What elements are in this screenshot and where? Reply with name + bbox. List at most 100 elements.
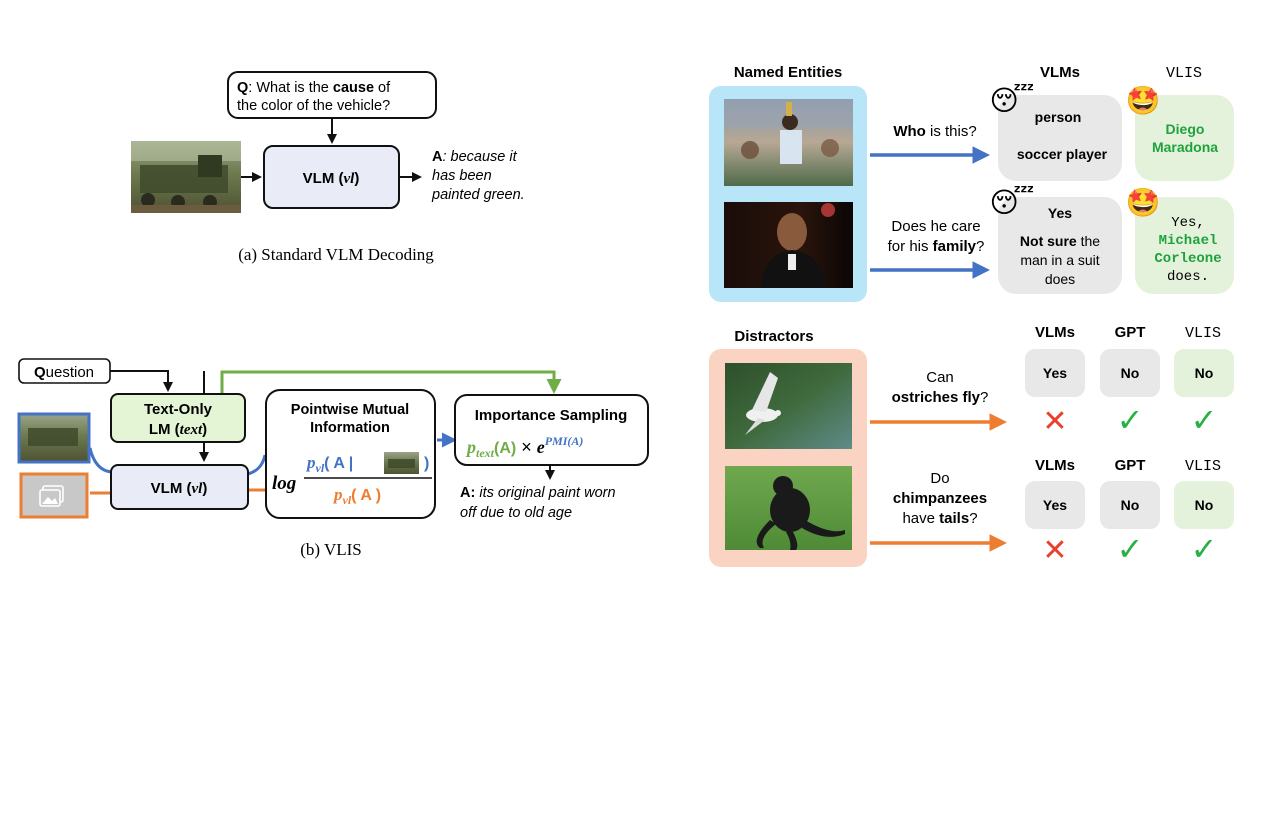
vlm-box-b bbox=[110, 464, 249, 510]
q1-text: Who is this? bbox=[893, 123, 976, 140]
text-lm-line2: LM (text) bbox=[149, 421, 207, 438]
d2-col-vlis: VLIS bbox=[1185, 458, 1221, 475]
col-vlis-header: VLIS bbox=[1166, 65, 1202, 82]
vlm-box bbox=[263, 145, 400, 209]
sleepy-face-icon: 😴 bbox=[990, 84, 1035, 116]
named-entities-title: Named Entities bbox=[734, 64, 842, 81]
answer-line2: has been bbox=[432, 168, 492, 184]
textlm-to-importance-arrow bbox=[220, 370, 562, 394]
cross-icon: ✕ bbox=[1042, 405, 1067, 438]
d1-col-gpt: GPT bbox=[1115, 324, 1146, 341]
q2-vlm-line2: Not sure the bbox=[1020, 233, 1100, 249]
check-icon: ✓ bbox=[1191, 402, 1218, 438]
d2-vlis-cell bbox=[1174, 481, 1234, 529]
d2-col-vlms: VLMs bbox=[1035, 457, 1075, 474]
vlm-to-pmi-blue-line bbox=[247, 454, 267, 476]
truck-image bbox=[131, 141, 241, 213]
panel-a: Q: What is the cause of the color of the… bbox=[131, 71, 525, 264]
q1-vlm-bubble bbox=[998, 95, 1122, 181]
d-q2-line2: chimpanzees bbox=[893, 490, 987, 507]
q2-vlis-line1: Yes, bbox=[1171, 215, 1205, 231]
d2-gpt-answer: No bbox=[1121, 497, 1140, 513]
d-q1-line1: Can bbox=[926, 369, 954, 386]
caption-b: (b) VLIS bbox=[300, 540, 362, 559]
bird-photo bbox=[725, 363, 852, 449]
maradona-photo bbox=[724, 99, 853, 186]
q2-vlis-line4: does. bbox=[1167, 269, 1209, 285]
cross-icon: ✕ bbox=[1042, 534, 1067, 567]
d-q2-line3: have tails? bbox=[902, 510, 977, 527]
image-input-photo bbox=[17, 412, 91, 464]
d1-col-vlms: VLMs bbox=[1035, 324, 1075, 341]
q2-vlis-line3: Corleone bbox=[1154, 251, 1221, 267]
q2-vlm-line4: does bbox=[1045, 271, 1075, 287]
answer-b-line1: A: its original paint worn bbox=[460, 485, 616, 501]
star-struck-icon: 🤩 bbox=[1126, 85, 1161, 116]
vlm-label-b: VLM (vl) bbox=[151, 480, 208, 497]
q2-vlis-bubble bbox=[1135, 197, 1234, 294]
q2-vlm-line1: Yes bbox=[1048, 205, 1072, 221]
q1-vlm-line1: person bbox=[1035, 109, 1082, 125]
pmi-numerator: pvl( A | bbox=[305, 453, 353, 475]
pmi-thumbnail-image bbox=[384, 452, 419, 474]
q2-text-line1: Does he care bbox=[891, 218, 980, 235]
star-struck-icon: 🤩 bbox=[1126, 187, 1161, 218]
d2-col-gpt: GPT bbox=[1115, 457, 1146, 474]
panel-b: Question Text-Only LM (text) VLM (vl) Po… bbox=[17, 358, 649, 559]
godfather-photo bbox=[724, 202, 853, 288]
q2-vlm-bubble bbox=[998, 197, 1122, 294]
pmi-box bbox=[265, 389, 436, 519]
q1-vlis-bubble bbox=[1135, 95, 1234, 181]
chimpanzee-photo bbox=[725, 466, 852, 550]
answer-line1: A: because it bbox=[432, 149, 518, 165]
q1-vlm-line2: soccer player bbox=[1017, 146, 1108, 162]
named-entities-section: Named Entities VLMs VLIS Who is this? Do… bbox=[709, 64, 1234, 302]
pmi-title-line1: Pointwise Mutual bbox=[291, 402, 409, 418]
d1-gpt-answer: No bbox=[1121, 365, 1140, 381]
importance-formula: ptext(A)×ePMI(A) bbox=[465, 434, 583, 460]
d1-vlis-answer: No bbox=[1195, 365, 1214, 381]
pmi-numerator-close: ) bbox=[424, 455, 429, 472]
d1-gpt-cell bbox=[1100, 349, 1160, 397]
text-lm-line1: Text-Only bbox=[144, 401, 213, 418]
distractors-title: Distractors bbox=[734, 328, 813, 345]
pmi-denominator: pvl( A ) bbox=[332, 485, 381, 507]
d1-vlms-cell bbox=[1025, 349, 1085, 397]
d2-vlms-cell bbox=[1025, 481, 1085, 529]
question-input-box bbox=[18, 358, 111, 384]
vlm-label: VLM (vl) bbox=[303, 170, 360, 187]
d-q2-line1: Do bbox=[930, 470, 949, 487]
check-icon: ✓ bbox=[1117, 402, 1144, 438]
q2-text-line2: for his family? bbox=[888, 238, 985, 255]
q2-vlis-line2: Michael bbox=[1159, 233, 1218, 249]
importance-title: Importance Sampling bbox=[475, 407, 628, 424]
pmi-title-line2: Information bbox=[310, 420, 390, 436]
blank-image-input bbox=[19, 472, 89, 519]
text-only-lm-box bbox=[110, 393, 246, 443]
d2-gpt-cell bbox=[1100, 481, 1160, 529]
q2-vlm-line3: man in a suit bbox=[1020, 252, 1099, 268]
d2-vlms-answer: Yes bbox=[1043, 497, 1067, 513]
pmi-log: log bbox=[272, 473, 296, 494]
q1-vlis-line1: Diego bbox=[1166, 121, 1205, 137]
question-to-textlm-arrow bbox=[110, 370, 173, 392]
col-vlms-header: VLMs bbox=[1040, 64, 1080, 81]
check-icon: ✓ bbox=[1191, 531, 1218, 567]
distractors-section: Distractors Can ostriches fly? Do chimpa… bbox=[709, 324, 1234, 567]
answer-b-line2: off due to old age bbox=[460, 505, 572, 521]
d1-vlms-answer: Yes bbox=[1043, 365, 1067, 381]
d-q1-line2: ostriches fly? bbox=[892, 389, 989, 406]
d1-vlis-cell bbox=[1174, 349, 1234, 397]
check-icon: ✓ bbox=[1117, 531, 1144, 567]
question-text-line2: the color of the vehicle? bbox=[237, 98, 390, 114]
image-to-vlm-line bbox=[88, 447, 112, 474]
caption-a: (a) Standard VLM Decoding bbox=[238, 245, 434, 264]
sleepy-face-icon: 😴 bbox=[990, 186, 1035, 218]
question-input-label: Question bbox=[34, 364, 94, 381]
d2-vlis-answer: No bbox=[1195, 497, 1214, 513]
answer-line3: painted green. bbox=[431, 187, 525, 203]
d1-col-vlis: VLIS bbox=[1185, 325, 1221, 342]
question-text-line1: Q: What is the cause of bbox=[237, 80, 391, 96]
q1-vlis-line2: Maradona bbox=[1152, 139, 1218, 155]
